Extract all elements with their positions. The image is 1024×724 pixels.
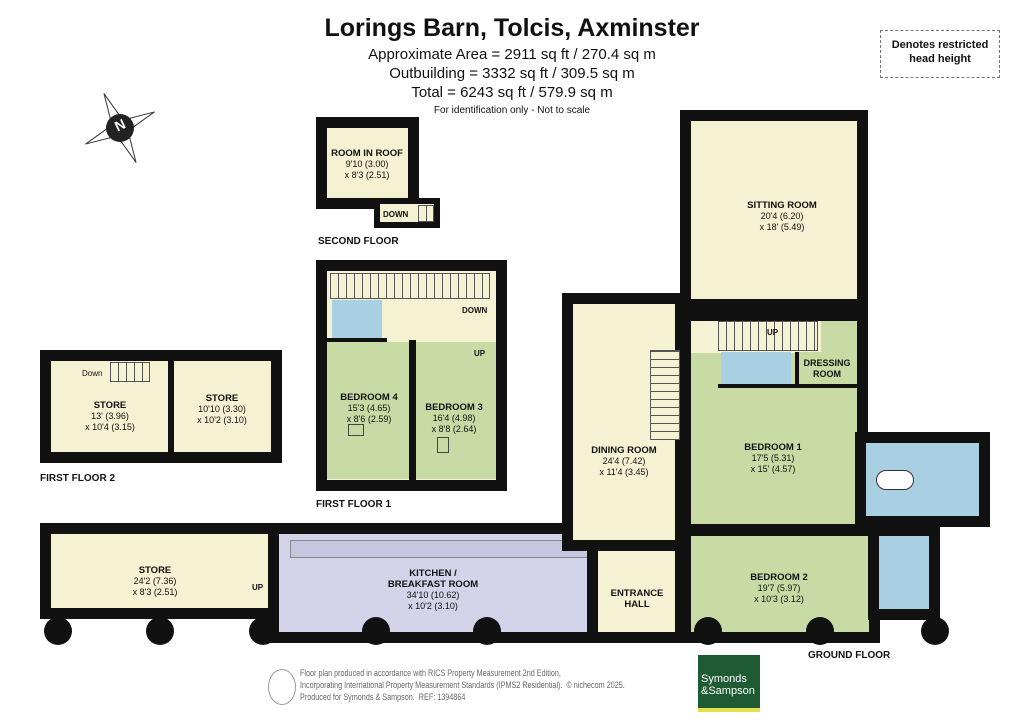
bath-icon — [876, 470, 914, 490]
total-area: Total = 6243 sq ft / 579.9 sq m — [411, 84, 613, 101]
sitting-room-dim1: 20'4 (6.20) — [760, 211, 804, 221]
skylight-icon — [348, 424, 364, 436]
second-floor-stair-landing — [374, 198, 440, 228]
room-in-roof-dim1: 9'10 (3.00) — [345, 159, 389, 169]
stair-up-label: UP — [767, 328, 779, 337]
stair-up-label: UP — [252, 583, 264, 592]
bedroom-1-name: BEDROOM 1 — [744, 442, 802, 453]
bedroom-1-dim2: x 15' (4.57) — [750, 464, 796, 474]
store-ground-name: STORE — [138, 565, 172, 576]
bedroom-4-dim2: x 8'6 (2.59) — [346, 414, 392, 424]
entrance-hall-name-2: HALL — [624, 599, 650, 610]
floor-label-first-1: FIRST FLOOR 1 — [316, 499, 391, 510]
shower-room — [868, 525, 940, 620]
first-floor-2-outline — [40, 350, 282, 463]
dressing-room-name: DRESSING ROOM — [803, 358, 851, 379]
outbuilding-area: Outbuilding = 3332 sq ft / 309.5 sq m — [389, 65, 635, 82]
dining-room-name: DINING ROOM — [591, 445, 657, 456]
room-in-roof — [316, 117, 419, 209]
bedroom-3-name: BEDROOM 3 — [425, 402, 483, 413]
footer-ref: REF: 1394864 — [418, 692, 466, 703]
dining-room-dim2: x 11'4 (3.45) — [599, 467, 649, 477]
bathroom-first-floor — [332, 300, 382, 340]
bedroom-1-dim1: 17'5 (5.31) — [751, 453, 795, 463]
store-ground-dim1: 24'2 (7.36) — [133, 576, 177, 586]
dining-room-dim1: 24'4 (7.42) — [602, 456, 646, 466]
kitchen-dim1: 34'10 (10.62) — [406, 590, 460, 600]
dressing-room — [795, 352, 857, 386]
store-b-name: STORE — [205, 393, 239, 404]
logo-line-2: &Sampson — [701, 685, 755, 697]
room-in-roof-dim2: x 8'3 (2.51) — [344, 170, 390, 180]
floor-label-second: SECOND FLOOR — [318, 236, 399, 247]
bedroom-4 — [327, 342, 409, 479]
store-a-dim1: 13' (3.96) — [91, 411, 129, 421]
sitting-room — [680, 110, 868, 310]
wc-ground-floor — [721, 352, 791, 386]
sitting-room-dim2: x 18' (5.49) — [759, 222, 805, 232]
bedroom-3-dim1: 16'4 (4.98) — [432, 413, 476, 423]
entrance-hall-name: ENTRANCE — [610, 588, 664, 599]
footer-line-3: Produced for Symonds & Sampson. — [300, 692, 415, 703]
floor-label-first-2: FIRST FLOOR 2 — [40, 473, 115, 484]
store-a-name: STORE — [93, 400, 127, 411]
bedroom-4-dim1: 15'3 (4.65) — [347, 403, 391, 413]
kitchen-name-2: BREAKFAST ROOM — [387, 579, 479, 590]
compass-icon: N — [80, 88, 160, 168]
footer-disclaimer: Floor plan produced in accordance with R… — [300, 668, 625, 704]
restricted-head-height-legend: Denotes restricted head height — [880, 30, 1000, 78]
footer-line-1: Floor plan produced in accordance with R… — [300, 668, 561, 679]
stair-down-label: Down — [82, 369, 103, 378]
store-b-dim2: x 10'2 (3.10) — [197, 415, 247, 425]
page-title: Lorings Barn, Tolcis, Axminster — [324, 14, 700, 42]
bedroom-4-name: BEDROOM 4 — [340, 392, 398, 403]
bedroom-3-dim2: x 8'8 (2.64) — [431, 424, 477, 434]
person-scale-icon — [268, 669, 296, 705]
stair-up-label: UP — [474, 349, 486, 358]
scale-note: For identification only - Not to scale — [433, 105, 591, 116]
stair-down-label: DOWN — [462, 306, 488, 315]
symonds-sampson-logo: Symonds&Sampson — [698, 655, 760, 712]
kitchen-dim2: x 10'2 (3.10) — [408, 601, 458, 611]
store-ground-dim2: x 8'3 (2.51) — [132, 587, 178, 597]
footer-copyright: © nichecom 2025. — [566, 680, 625, 691]
room-in-roof-name: ROOM IN ROOF — [331, 148, 403, 159]
stair-down-label: DOWN — [383, 210, 409, 219]
bedroom-3 — [416, 342, 496, 479]
kitchen-name: KITCHEN / — [409, 568, 457, 579]
logo-line-1: Symonds — [701, 673, 747, 685]
floor-label-ground: GROUND FLOOR — [808, 650, 891, 661]
store-b-dim1: 10'10 (3.30) — [198, 404, 246, 414]
footer-line-2: Incorporating International Property Mea… — [300, 680, 563, 691]
bedroom-2-dim2: x 10'3 (3.12) — [754, 594, 804, 604]
sitting-room-name: SITTING ROOM — [747, 200, 817, 211]
store-outbuilding — [40, 523, 280, 619]
approx-area: Approximate Area = 2911 sq ft / 270.4 sq… — [368, 46, 656, 63]
skylight-icon — [437, 437, 449, 453]
store-a-dim2: x 10'4 (3.15) — [85, 422, 135, 432]
bedroom-2-dim1: 19'7 (5.97) — [757, 583, 801, 593]
bedroom-2-name: BEDROOM 2 — [750, 572, 808, 583]
